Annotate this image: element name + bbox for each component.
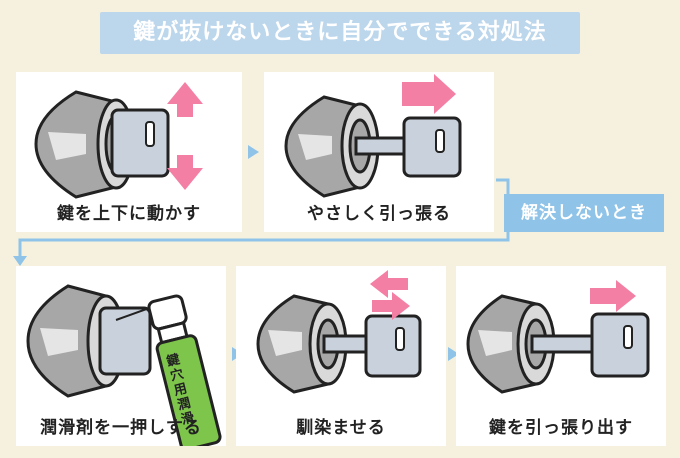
lock-illustration-2 [284,74,462,198]
step-panel-4: 馴染ませる [236,266,446,446]
key-icon [402,116,462,178]
lock-illustration-1 [34,82,203,199]
page-title: 鍵が抜けないときに自分でできる対処法 [100,12,580,54]
step-panel-3: 鍵穴用潤滑 潤滑剤を一押しする [16,266,226,446]
lubricant-spray-can [147,294,222,446]
step-panel-1: 鍵を上下に動かす [16,72,242,232]
step-caption-2: やさしく引っ張る [307,204,451,224]
flow-arrow-down-icon [13,256,27,266]
flow-arrow-right-icon [448,347,459,361]
right-arrow-icon [402,74,456,114]
step-panel-5: 鍵を引っ張り出す [456,266,666,446]
lock-illustration-5 [466,280,650,394]
connector-label: 解決しないとき [504,194,664,232]
key-icon [110,108,170,178]
step-panel-2: やさしく引っ張る [264,72,494,232]
flow-arrow-right-icon [248,145,259,159]
key-icon [590,312,650,378]
lock-illustration-4 [256,270,422,394]
lock-illustration-3 [26,284,222,446]
left-right-arrow-icon [370,270,410,320]
key-icon [98,306,152,376]
step-caption-3: 潤滑剤を一押しする [40,418,202,438]
right-arrow-icon [590,280,636,312]
step-caption-4: 馴染ませる [296,418,386,438]
up-down-arrow-icon [167,82,203,190]
step-caption-5: 鍵を引っ張り出す [489,418,633,438]
step-caption-1: 鍵を上下に動かす [57,204,201,224]
key-icon [364,314,422,378]
